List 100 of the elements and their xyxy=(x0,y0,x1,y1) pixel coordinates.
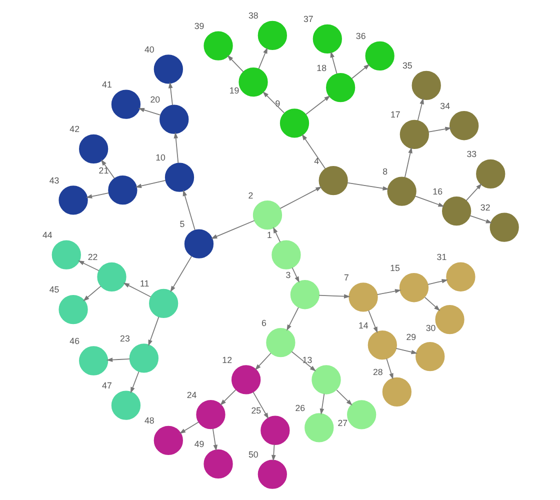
node-circle xyxy=(489,212,518,242)
arrow xyxy=(395,348,417,354)
arrow xyxy=(319,393,324,415)
node-label: 30 xyxy=(425,323,436,334)
node-label: 23 xyxy=(120,333,130,344)
arrow xyxy=(330,51,337,74)
node-label: 11 xyxy=(140,278,149,289)
node-label: 21 xyxy=(98,165,108,176)
arrow xyxy=(85,192,109,198)
node-circle xyxy=(304,413,334,442)
arrow xyxy=(210,220,254,239)
node-circle xyxy=(446,262,475,292)
arrow xyxy=(77,260,99,272)
arrow xyxy=(220,390,236,406)
node-circle xyxy=(148,288,178,318)
arrow xyxy=(469,215,492,224)
node-label: 7 xyxy=(344,272,348,282)
node-circle xyxy=(78,134,108,164)
arrow xyxy=(130,371,139,394)
arrow xyxy=(272,226,280,242)
node-circle xyxy=(260,416,290,445)
node-label: 22 xyxy=(87,252,98,262)
arrow xyxy=(291,267,299,283)
node-label: 5 xyxy=(179,219,184,230)
node-label: 41 xyxy=(102,80,112,90)
node-label: 38 xyxy=(248,10,258,21)
arrow xyxy=(376,289,401,295)
node-circle xyxy=(108,176,137,205)
node-circle xyxy=(203,449,232,479)
node-label: 20 xyxy=(150,94,160,105)
node-label: 28 xyxy=(372,367,382,378)
node-circle xyxy=(96,262,126,292)
node-circle xyxy=(398,273,428,302)
node-label: 33 xyxy=(466,149,476,160)
node-circle xyxy=(159,104,188,134)
node-label: 26 xyxy=(294,402,305,413)
arrow xyxy=(270,444,276,462)
node-label: 12 xyxy=(222,354,232,365)
node-circle xyxy=(399,120,428,150)
node-label: 13 xyxy=(302,354,312,365)
node-circle xyxy=(257,460,286,489)
node-label: 27 xyxy=(337,418,348,428)
node-label: 2 xyxy=(248,190,253,200)
node-circle xyxy=(364,41,394,70)
arrow xyxy=(262,91,284,114)
arrow xyxy=(254,352,271,370)
arrow xyxy=(258,47,268,70)
arrow xyxy=(427,279,448,285)
node-label: 43 xyxy=(48,175,59,186)
node-label: 19 xyxy=(228,86,239,96)
node-label: 40 xyxy=(144,44,154,54)
node-label: 24 xyxy=(186,390,196,400)
node-label: 47 xyxy=(102,380,112,391)
arrow xyxy=(134,180,166,188)
arrow xyxy=(252,392,268,420)
node-label: 25 xyxy=(250,406,261,416)
node-label: 42 xyxy=(69,124,79,134)
arrow xyxy=(170,256,192,292)
node-label: 48 xyxy=(144,416,154,426)
node-circle xyxy=(257,20,286,50)
node-circle xyxy=(58,186,88,215)
arrow xyxy=(279,186,322,209)
arrow xyxy=(173,132,178,164)
node-circle xyxy=(58,294,88,324)
arrow xyxy=(416,98,424,121)
arrow xyxy=(106,358,130,362)
node-circle xyxy=(110,90,140,119)
node-label: 9 xyxy=(274,98,280,108)
node-circle xyxy=(442,196,471,226)
node-label: 6 xyxy=(260,318,266,328)
node-label: 10 xyxy=(155,152,165,163)
node-label: 29 xyxy=(406,332,416,342)
node-circle xyxy=(348,282,378,312)
node-circle xyxy=(367,330,396,360)
node-circle xyxy=(78,346,108,376)
node-label: 4 xyxy=(314,156,319,166)
node-label: 45 xyxy=(48,284,59,295)
arrow xyxy=(301,134,326,170)
node-circle xyxy=(266,328,295,358)
node-circle xyxy=(252,200,282,230)
arrow xyxy=(336,390,352,406)
arrow xyxy=(304,95,330,115)
node-circle xyxy=(153,54,182,84)
node-circle xyxy=(279,108,309,138)
arrow xyxy=(428,126,451,132)
node-label: 1 xyxy=(266,230,272,240)
node-label: 39 xyxy=(194,20,204,31)
node-circle xyxy=(449,111,478,140)
node-label: 46 xyxy=(69,336,79,346)
node-circle xyxy=(153,426,182,456)
arrow xyxy=(386,358,393,380)
node-label: 36 xyxy=(355,31,366,42)
arrow xyxy=(346,182,388,190)
node-label: 15 xyxy=(390,262,400,273)
node-circle xyxy=(128,344,158,373)
node-circle xyxy=(411,70,440,100)
node-label: 37 xyxy=(303,14,313,24)
arrow xyxy=(148,316,159,346)
node-label: 3 xyxy=(285,270,290,280)
arrow xyxy=(168,82,172,106)
